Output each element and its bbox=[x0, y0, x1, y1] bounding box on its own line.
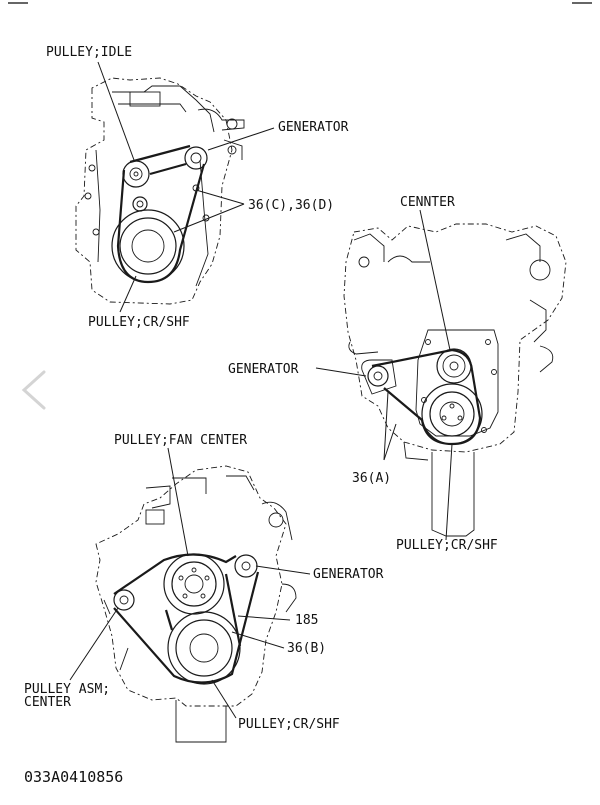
label-center-asm: CENTER bbox=[24, 695, 71, 710]
figure-id: 033A0410856 bbox=[24, 768, 123, 786]
label-belt-36cd: 36(C),36(D) bbox=[248, 198, 334, 213]
engine-right bbox=[315, 209, 567, 541]
engine-top bbox=[75, 61, 275, 313]
label-generator-top: GENERATOR bbox=[278, 120, 349, 135]
label-center: CENNTER bbox=[400, 195, 455, 210]
label-pulley-asm: PULLEY ASM; bbox=[24, 682, 110, 697]
label-belt-36b: 36(B) bbox=[287, 641, 326, 656]
label-pulley-crank-bottom: PULLEY;CR/SHF bbox=[238, 717, 340, 732]
label-pulley-crank-right: PULLEY;CR/SHF bbox=[396, 538, 498, 553]
label-fan-center: PULLEY;FAN CENTER bbox=[114, 433, 247, 448]
label-pulley-crank-top: PULLEY;CR/SHF bbox=[88, 315, 190, 330]
label-generator-right: GENERATOR bbox=[228, 362, 299, 377]
label-pulley-idle: PULLEY;IDLE bbox=[46, 45, 132, 60]
label-generator-bottom: GENERATOR bbox=[313, 567, 384, 582]
label-185: 185 bbox=[295, 613, 318, 628]
chevron-left-icon[interactable] bbox=[21, 370, 46, 410]
engine-bottom bbox=[69, 447, 311, 743]
label-belt-36a: 36(A) bbox=[352, 471, 391, 486]
